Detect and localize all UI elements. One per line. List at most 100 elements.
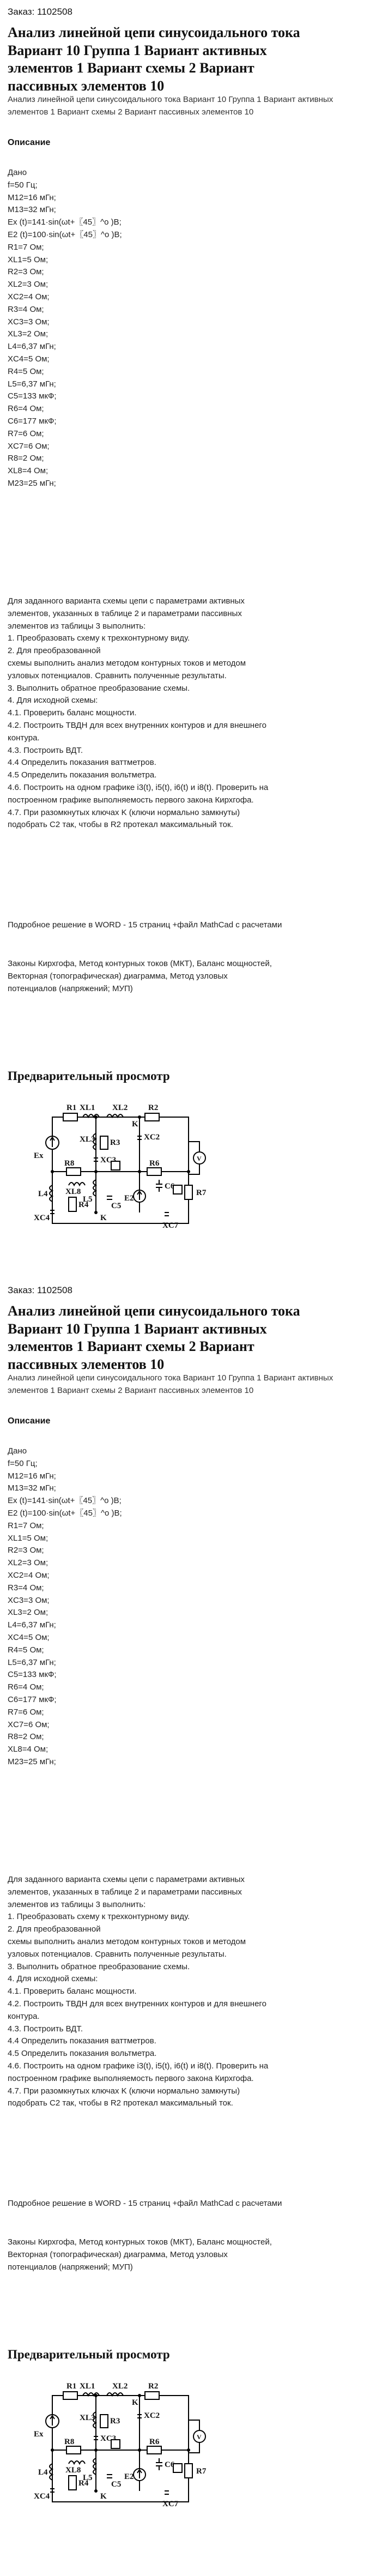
label-r8: R8 bbox=[64, 1159, 74, 1168]
label-r2: R2 bbox=[148, 1103, 158, 1112]
given-line: C5=133 мкФ; bbox=[8, 391, 57, 401]
task-line: построенном графике выполняемость первог… bbox=[8, 795, 254, 805]
task-line: схемы выполнить анализ методом контурных… bbox=[8, 658, 246, 668]
given-line: XL2=3 Ом; bbox=[8, 1558, 48, 1568]
label-r6: R6 bbox=[149, 2438, 160, 2446]
given-line: R3=4 Ом; bbox=[8, 1583, 44, 1592]
label-xc4: XC4 bbox=[34, 1214, 50, 1222]
label-c6: C6 bbox=[165, 2460, 175, 2469]
label-xc2: XC2 bbox=[144, 1133, 160, 1142]
description-label: Описание bbox=[8, 1416, 51, 1426]
task-line: элементов, указанных в таблице 2 и парам… bbox=[8, 1887, 242, 1897]
keywords-line: потенциалов (напряжений; МУП) bbox=[8, 2262, 133, 2272]
given-line: R6=4 Ом; bbox=[8, 1682, 44, 1692]
label-c6: C6 bbox=[165, 1182, 175, 1191]
label-r1: R1 bbox=[66, 1103, 76, 1112]
label-xl3: XL3 bbox=[80, 2414, 95, 2422]
given-line: C6=177 мкФ; bbox=[8, 416, 57, 426]
keywords-line: Векторная (топографическая) диаграмма, М… bbox=[8, 2249, 228, 2259]
given-line: Ex (t)=141·sin(ωt+〖45〗^o )В; bbox=[8, 218, 122, 227]
given-line: XC4=5 Ом; bbox=[8, 1632, 50, 1642]
task-line: 2. Для преобразованной bbox=[8, 1925, 101, 1934]
solution-note: Подробное решение в WORD - 15 страниц +ф… bbox=[8, 919, 367, 932]
task-line: 4.4 Определить показания ваттметров. bbox=[8, 758, 156, 768]
given-line: f=50 Гц; bbox=[8, 1458, 38, 1468]
given-line: M12=16 мГн; bbox=[8, 1471, 56, 1481]
solution-note-text: Подробное решение в WORD - 15 страниц +ф… bbox=[8, 920, 282, 930]
label-r3: R3 bbox=[110, 1138, 120, 1147]
keywords-line: Законы Кирхгофа, Метод контурных токов (… bbox=[8, 959, 272, 968]
given-line: E2 (t)=100·sin(ωt+〖45〗^o )В; bbox=[8, 1508, 122, 1518]
given-line: XC2=4 Ом; bbox=[8, 1570, 50, 1580]
order-number: Заказ: 1102508 bbox=[8, 1285, 72, 1295]
task-line: 2. Для преобразованной bbox=[8, 646, 101, 656]
task-line: 4. Для исходной схемы: bbox=[8, 1974, 98, 1984]
given-line: L4=6,37 мГн; bbox=[8, 342, 56, 352]
label-r4: R4 bbox=[78, 2479, 89, 2488]
given-line: R7=6 Ом; bbox=[8, 429, 44, 438]
label-xl1: XL1 bbox=[80, 1103, 95, 1112]
given-line: R4=5 Ом; bbox=[8, 1645, 44, 1655]
given-line: XL1=5 Ом; bbox=[8, 1533, 48, 1543]
task-line: 4.1. Проверить баланс мощности. bbox=[8, 708, 137, 718]
label-xc4: XC4 bbox=[34, 2492, 50, 2501]
given-line: R6=4 Ом; bbox=[8, 404, 44, 414]
description-label: Описание bbox=[8, 138, 51, 147]
task-line: 4. Для исходной схемы: bbox=[8, 696, 98, 705]
keywords: Законы Кирхгофа, Метод контурных токов (… bbox=[8, 958, 367, 995]
label-xc7: XC7 bbox=[162, 2500, 179, 2508]
given-line: E2 (t)=100·sin(ωt+〖45〗^o )В; bbox=[8, 230, 122, 239]
task-line: 1. Преобразовать схему к трехконтурному … bbox=[8, 634, 190, 643]
given-line: XL1=5 Ом; bbox=[8, 255, 48, 264]
task-line: 4.2. Построить ТВДН для всех внутренних … bbox=[8, 720, 266, 730]
task-line: 4.6. Построить на одном графике i3(t), i… bbox=[8, 782, 269, 792]
task-line: элементов, указанных в таблице 2 и парам… bbox=[8, 608, 242, 618]
given-line: R2=3 Ом; bbox=[8, 267, 44, 277]
label-ex: Ex bbox=[34, 2430, 44, 2439]
given-line: M23=25 мГн; bbox=[8, 478, 56, 488]
given-line: M12=16 мГн; bbox=[8, 192, 56, 202]
given-line: Дано bbox=[8, 1446, 27, 1456]
given-line: R1=7 Ом; bbox=[8, 242, 44, 252]
label-r2: R2 bbox=[148, 2382, 158, 2391]
task-line: 4.7. При разомкнутых ключах K (ключи нор… bbox=[8, 2086, 240, 2096]
label-xl2: XL2 bbox=[112, 1103, 128, 1112]
given-line: L4=6,37 мГн; bbox=[8, 1620, 56, 1630]
label-xl3: XL3 bbox=[80, 1135, 95, 1144]
label-k2: K bbox=[100, 2492, 107, 2501]
order-number: Заказ: 1102508 bbox=[8, 7, 72, 17]
task-line: узловых потенциалов. Сравнить полученные… bbox=[8, 1949, 227, 1959]
label-r1: R1 bbox=[66, 2382, 76, 2391]
label-r4: R4 bbox=[78, 1200, 89, 1209]
given-line: XC2=4 Ом; bbox=[8, 292, 50, 301]
label-k1: K bbox=[132, 1120, 138, 1129]
given-line: M13=32 мГн; bbox=[8, 1483, 56, 1493]
solution-note-text: Подробное решение в WORD - 15 страниц +ф… bbox=[8, 2199, 282, 2208]
label-r6: R6 bbox=[149, 1159, 160, 1168]
given-line: XC7=6 Ом; bbox=[8, 1720, 50, 1729]
label-e2: E2 bbox=[124, 1194, 134, 1203]
page-subtitle: Анализ линейной цепи синусоидального ток… bbox=[8, 1373, 334, 1395]
task-line: контура. bbox=[8, 2011, 40, 2021]
given-line: L5=6,37 мГн; bbox=[8, 1657, 56, 1667]
given-line: Дано bbox=[8, 168, 27, 177]
task-line: 3. Выполнить обратное преобразование схе… bbox=[8, 1962, 190, 1971]
task-line: подобрать C2 так, чтобы в R2 протекал ма… bbox=[8, 820, 233, 830]
task-list: Для заданного варианта схемы цепи с пара… bbox=[8, 1874, 367, 2110]
given-line: f=50 Гц; bbox=[8, 180, 38, 190]
given-line: XL3=2 Ом; bbox=[8, 329, 48, 339]
label-v: V bbox=[197, 2433, 202, 2441]
task-line: 4.7. При разомкнутых ключах K (ключи нор… bbox=[8, 807, 240, 817]
circuit-diagram: R1 XL1 XL2 R2 K Ex XC2 XL3 R3 XC3 R8 R6 … bbox=[34, 2382, 207, 2508]
keywords: Законы Кирхгофа, Метод контурных токов (… bbox=[8, 2236, 367, 2273]
given-line: R3=4 Ом; bbox=[8, 304, 44, 314]
given-line: XC3=3 Ом; bbox=[8, 1595, 50, 1605]
task-line: 4.3. Построить ВДТ. bbox=[8, 745, 83, 755]
label-xl8: XL8 bbox=[65, 1187, 81, 1196]
label-r8: R8 bbox=[64, 2438, 74, 2446]
label-xc2: XC2 bbox=[144, 2411, 160, 2420]
task-line: построенном графике выполняемость первог… bbox=[8, 2073, 254, 2083]
task-line: узловых потенциалов. Сравнить полученные… bbox=[8, 671, 227, 680]
solution-note: Подробное решение в WORD - 15 страниц +ф… bbox=[8, 2198, 367, 2210]
page-title: Анализ линейной цепи синусоидального ток… bbox=[8, 25, 300, 94]
